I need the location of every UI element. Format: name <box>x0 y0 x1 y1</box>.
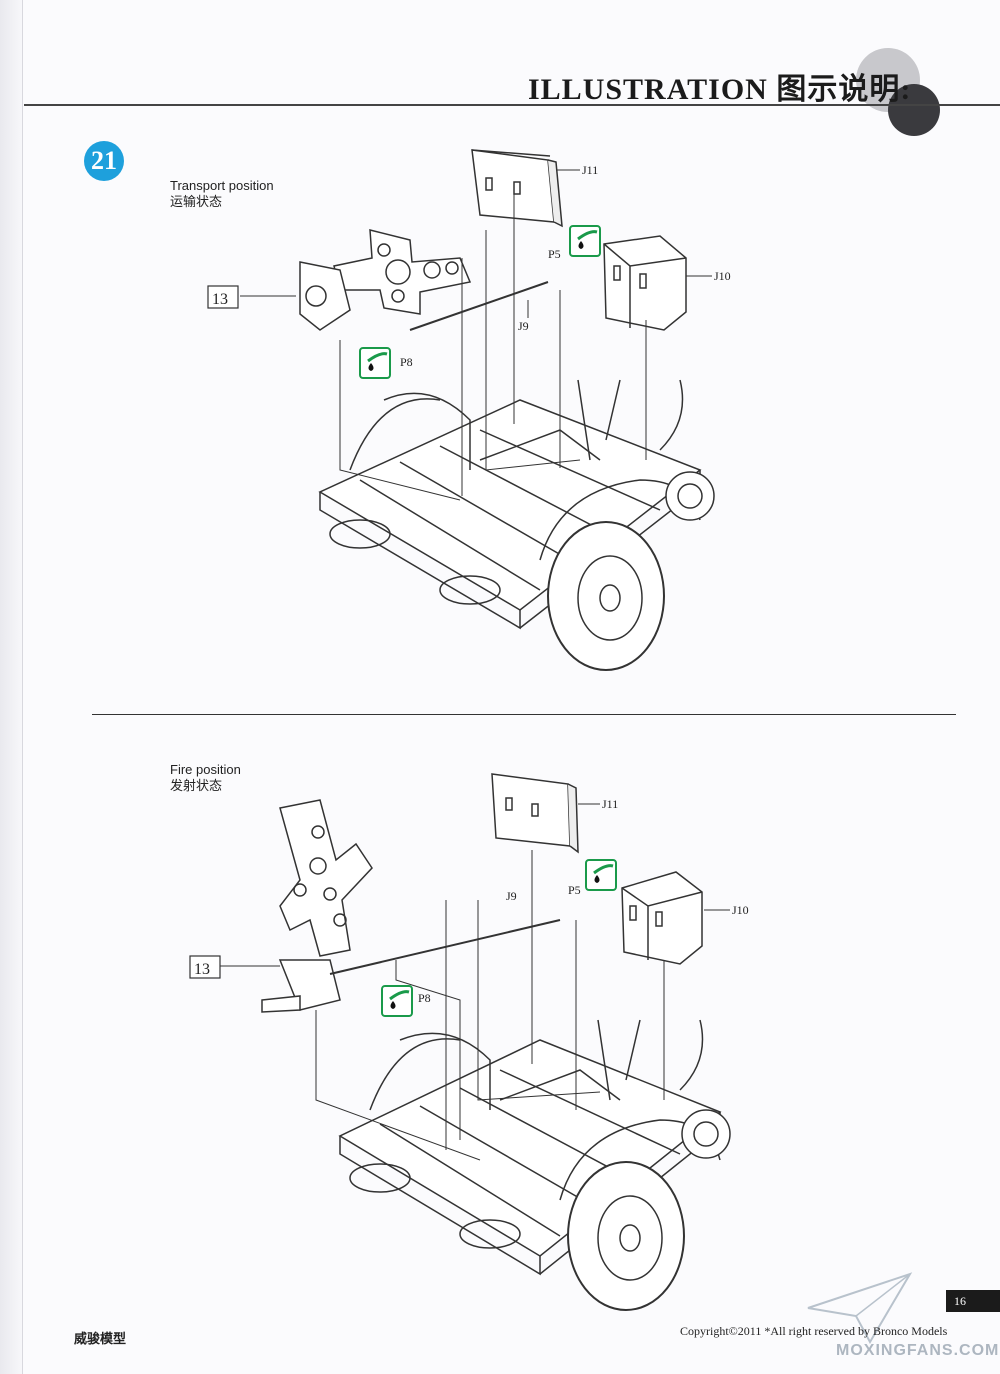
ref-13-transport: 13 <box>212 291 228 308</box>
fire-caption-en: Fire position <box>170 762 241 777</box>
fire-caption: Fire position 发射状态 <box>170 762 241 794</box>
page-title: ILLUSTRATION 图示说明: <box>528 73 912 106</box>
part-j10-box-fire <box>621 871 703 965</box>
ref-box-13-transport <box>207 285 239 309</box>
brand-name: 威骏模型 <box>74 1331 127 1346</box>
header-divider <box>24 104 1000 106</box>
transport-labels: 13 J11 J10 P5 J9 P8 <box>207 163 731 380</box>
label-p5-transport: P5 <box>548 247 561 261</box>
label-j10-fire: J10 <box>732 903 749 917</box>
watermark-text: MOXINGFANS.COM <box>836 1342 1000 1359</box>
glue-icon <box>380 984 414 1018</box>
paper-plane-icon <box>807 1272 913 1345</box>
glue-icon <box>568 224 602 258</box>
fire-labels: 13 J11 J10 P5 J9 P8 <box>189 797 749 1018</box>
label-j11-transport: J11 <box>582 163 598 177</box>
copyright-notice: Copyright©2011 *All right reserved by Br… <box>680 1324 948 1338</box>
label-p8-transport: P8 <box>400 355 413 369</box>
step-number-badge: 21 <box>84 141 124 181</box>
fire-leader-lines <box>220 803 730 1161</box>
fire-caption-zh: 发射状态 <box>170 778 223 793</box>
glue-icon <box>584 858 618 892</box>
transport-caption-en: Transport position <box>170 178 274 193</box>
fire-wheel <box>559 1109 731 1311</box>
label-j10-transport: J10 <box>714 269 731 283</box>
label-j9-fire: J9 <box>506 889 517 903</box>
part-cross-baseplate <box>299 229 472 331</box>
section-divider <box>92 714 956 715</box>
transport-caption-zh: 运输状态 <box>170 194 223 209</box>
transport-leader-lines <box>240 169 712 501</box>
label-p5-fire: P5 <box>568 883 581 897</box>
transport-assembly <box>240 149 715 671</box>
glue-icon <box>358 346 392 380</box>
page-number: 16 <box>946 1290 1000 1312</box>
page-binding-edge <box>0 0 23 1374</box>
part-j10-box <box>603 235 687 331</box>
part-j11-box <box>471 149 563 228</box>
label-p8-fire: P8 <box>418 991 431 1005</box>
transport-wheel <box>539 471 715 671</box>
header-decoration-circle-dark <box>888 84 940 136</box>
ref-13-fire: 13 <box>194 961 210 978</box>
label-j11-fire: J11 <box>602 797 618 811</box>
part-upright-cross <box>261 799 373 1013</box>
ref-box-13-fire <box>189 955 221 979</box>
fire-assembly <box>220 773 731 1311</box>
label-j9-transport: J9 <box>518 319 529 333</box>
transport-caption: Transport position 运输状态 <box>170 178 274 210</box>
part-j11-box-fire <box>491 773 579 854</box>
